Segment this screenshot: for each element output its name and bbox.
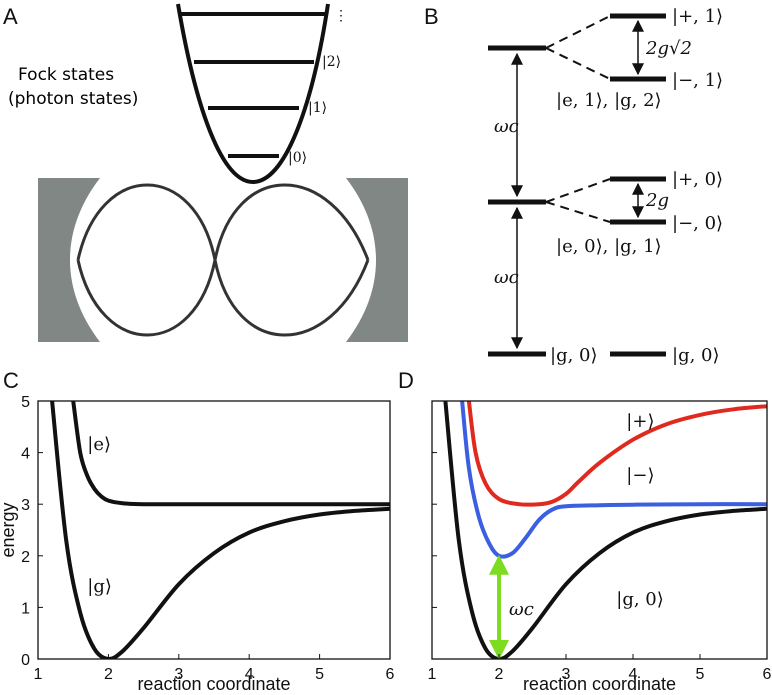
dash-e0-minus0 (545, 201, 611, 223)
x-tick-label: 4 (245, 666, 254, 683)
x-tick-label: 1 (428, 666, 437, 683)
fock-label-line2: (photon states) (8, 89, 138, 109)
state-label-g0-right: |g, 0⟩ (672, 345, 720, 366)
plot-frame-d (431, 400, 768, 660)
fock-label-0: |0⟩ (288, 150, 307, 166)
state-label-minus1: |−, 1⟩ (672, 70, 723, 91)
state-label-e0g1: |e, 0⟩, |g, 1⟩ (556, 236, 662, 257)
y-tick-label: 0 (21, 652, 30, 669)
cavity-mode-upper (76, 183, 370, 337)
fock-label-2: |2⟩ (322, 54, 341, 70)
annotation-c: |g⟩ (87, 576, 112, 597)
annotation-d: |+⟩ (626, 411, 654, 432)
annotation-c: |e⟩ (87, 434, 111, 455)
annotation-d: ωc (509, 599, 534, 620)
series-line-c-0 (50, 401, 390, 659)
y-tick-label: 4 (21, 446, 30, 463)
dash-e0-plus0 (545, 178, 611, 203)
coupling-label-0: 2g (645, 190, 669, 211)
dash-e1-plus1 (545, 15, 611, 49)
y-tick-label: 2 (21, 549, 30, 566)
plot-frame-c (37, 400, 391, 660)
state-label-minus0: |−, 0⟩ (672, 213, 723, 234)
x-tick-label: 5 (315, 666, 324, 683)
state-label-e1g2: |e, 1⟩, |g, 2⟩ (556, 90, 662, 111)
series-line-d-0 (443, 401, 767, 659)
y-tick-label: 3 (21, 497, 30, 514)
cavity-mirror-left (38, 178, 100, 342)
fock-label-line1: Fock states (18, 65, 114, 85)
x-axis-label: reaction coordinate (523, 674, 676, 694)
x-tick-label: 6 (386, 666, 395, 683)
annotation-d: |−⟩ (626, 465, 654, 486)
fock-label-1: |1⟩ (308, 100, 327, 116)
series-line-d-1 (460, 401, 767, 559)
state-label-plus1: |+, 1⟩ (672, 6, 723, 27)
panel-a-letter: A (3, 4, 18, 29)
panel-b-letter: B (424, 4, 439, 29)
coupling-label-1: 2g√2 (645, 38, 692, 59)
series-line-c-1 (71, 401, 390, 507)
x-tick-label: 2 (104, 666, 113, 683)
y-tick-label: 1 (21, 600, 30, 617)
x-tick-label: 2 (495, 666, 504, 683)
x-tick-label: 4 (629, 666, 638, 683)
x-tick-label: 5 (696, 666, 705, 683)
x-axis-label: reaction coordinate (137, 674, 290, 694)
state-label-plus0: |+, 0⟩ (672, 169, 723, 190)
state-label-g0-left: |g, 0⟩ (550, 345, 598, 366)
panel-d-letter: D (398, 368, 414, 393)
panel-a: A |2⟩ |1⟩ |0⟩ ⋮ Fock states (photon stat… (3, 3, 408, 342)
annotation-d: |g, 0⟩ (616, 589, 664, 610)
fock-parabola-curve (176, 3, 330, 185)
y-axis-label: energy (0, 502, 18, 557)
cavity-mode-lower (76, 183, 370, 337)
fock-dots: ⋮ (334, 8, 348, 24)
x-tick-label: 6 (763, 666, 772, 683)
omega-label-lower: ωc (494, 267, 519, 288)
x-tick-label: 1 (34, 666, 43, 683)
dash-e1-minus1 (545, 47, 611, 80)
omega-label-upper: ωc (494, 116, 519, 137)
y-tick-label: 5 (21, 394, 30, 411)
x-tick-label: 3 (562, 666, 571, 683)
x-tick-label: 3 (174, 666, 183, 683)
series-line-d-2 (466, 401, 767, 507)
plot-d: 1 2 3 4 5 6 reaction coordinate |+⟩ |−⟩ |g, 0⟩ ωc (428, 400, 772, 694)
cavity-mirror-right (346, 178, 408, 342)
panel-c-letter: C (3, 368, 19, 393)
panel-b: B ωc ωc 2g√2 2g |+, 1⟩ |−, 1⟩ |e, 1⟩, |g… (424, 4, 723, 366)
